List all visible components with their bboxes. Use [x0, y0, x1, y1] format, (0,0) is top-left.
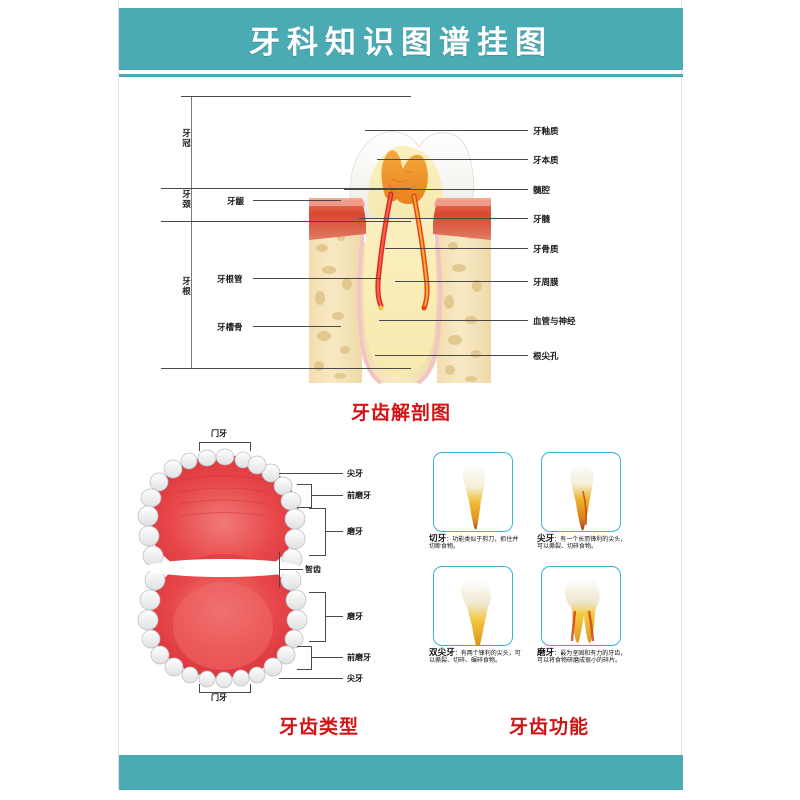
anatomy-label-apical-foramen: 根尖孔 [533, 352, 559, 362]
function-desc-canine: ：有一个长而锋利的尖头，可以撕裂、切碎食物。 [537, 536, 627, 551]
anatomy-label-pulp-chamber: 髓腔 [533, 186, 551, 196]
tooth-cross-section-illustration [309, 131, 491, 385]
canine-tooth-icon [570, 464, 594, 531]
anatomy-section-caption: 牙齿解剖图 [350, 402, 451, 424]
anatomy-label-neck: 牙颈 [182, 190, 191, 210]
poster-header: 牙科知识图谱挂图 [119, 8, 683, 70]
function-title-molar: 磨牙 [537, 648, 555, 658]
bracket-molar-lower [309, 592, 326, 642]
function-desc-bicuspid: ：有两个锋利的尖头，可以撕裂、切碎、碾碎食物。 [429, 650, 521, 665]
leader-pulp-chamber [344, 189, 528, 190]
function-title-incisor: 切牙 [429, 534, 447, 544]
page-title: 牙科知识图谱挂图 [249, 24, 553, 61]
function-card-canine [541, 452, 621, 532]
function-card-incisor [433, 452, 513, 532]
function-caption-molar: 磨牙：最为坚固和有力的牙齿，可以将食物研磨成很小的碎片。 [537, 648, 629, 665]
molar-tooth-icon [565, 577, 600, 643]
types-label-incisor-bottom: 门牙 [211, 693, 227, 702]
tooth-anatomy-diagram: 牙冠 牙颈 牙根 牙龈 牙根管 牙槽骨 牙釉质 牙本质 髓腔 牙髓 牙骨质 牙周… [119, 88, 683, 388]
types-section-caption: 牙齿类型 [278, 716, 359, 738]
leader-root-canal [253, 278, 381, 279]
types-label-canine-upper: 尖牙 [347, 469, 363, 478]
function-title-canine: 尖牙 [537, 534, 555, 544]
leader-premolar-upper [311, 495, 343, 496]
function-card-bicuspid [433, 566, 513, 651]
dental-arch-illustration [137, 448, 308, 689]
function-caption-incisor: 切牙：功能类似于剪刀，抓住并切断食物。 [429, 534, 521, 551]
anatomy-label-vessels-nerves: 血管与神经 [533, 317, 576, 327]
types-label-incisor-top: 门牙 [211, 429, 227, 438]
types-label-canine-lower: 尖牙 [347, 674, 363, 683]
anatomy-label-enamel: 牙釉质 [533, 127, 559, 137]
header-rule [119, 74, 683, 77]
leader-enamel [365, 130, 528, 131]
leader-wisdom-tooth [279, 569, 303, 570]
leader-gingiva [253, 200, 341, 201]
function-title-bicuspid: 双尖牙 [429, 648, 455, 658]
function-desc-incisor: ：功能类似于剪刀，抓住并切断食物。 [429, 536, 519, 551]
function-card-molar [541, 566, 621, 646]
types-label-molar-lower: 磨牙 [347, 612, 363, 621]
anatomy-label-alveolar-bone: 牙槽骨 [217, 323, 243, 333]
scale-tick-top [181, 96, 411, 97]
anatomy-label-cementum: 牙骨质 [533, 245, 559, 255]
leader-canine-lower [279, 678, 343, 679]
leader-apical-foramen [375, 355, 528, 356]
anatomy-label-periodontal-membrane: 牙周膜 [533, 278, 559, 288]
anatomy-label-pulp: 牙髓 [533, 215, 551, 225]
function-caption-canine: 尖牙：有一个长而锋利的尖头，可以撕裂、切碎食物。 [537, 534, 629, 551]
bracket-premolar-upper [297, 484, 312, 508]
leader-dentin [377, 159, 528, 160]
function-desc-molar: ：最为坚固和有力的牙齿，可以将食物研磨成很小的碎片。 [537, 650, 627, 665]
incisor-tooth-icon [462, 466, 486, 530]
poster-footer [119, 755, 683, 790]
leader-pulp [359, 218, 528, 219]
functions-section-caption: 牙齿功能 [508, 716, 589, 738]
leader-molar-upper [325, 531, 343, 532]
leader-molar-lower [325, 616, 343, 617]
anatomy-scale-line [191, 96, 192, 368]
bracket-molar-upper [309, 508, 326, 556]
poster-canvas: 牙科知识图谱挂图 [118, 0, 683, 790]
anatomy-label-root: 牙根 [182, 277, 191, 297]
scale-tick-neck-root [161, 221, 411, 222]
leader-periodontal-membrane [395, 281, 528, 282]
bracket-incisor-top [199, 442, 251, 451]
bracket-premolar-lower [297, 646, 312, 670]
bracket-incisor-bottom [199, 684, 251, 693]
leader-vessels-nerves [379, 320, 528, 321]
leader-alveolar-bone [253, 326, 341, 327]
anatomy-label-dentin: 牙本质 [533, 156, 559, 166]
anatomy-label-gingiva: 牙龈 [227, 197, 245, 207]
bicuspid-tooth-icon [460, 577, 491, 651]
types-label-premolar-upper: 前磨牙 [347, 491, 371, 500]
leader-cementum [385, 248, 528, 249]
tooth-types-diagram: 门牙 尖牙 前磨牙 磨牙 智齿 磨牙 前磨牙 尖牙 门牙 [119, 429, 419, 702]
tooth-functions-panel: 切牙：功能类似于剪刀，抓住并切断食物。 尖牙：有一个长而锋利的尖头，可以撕裂、切… [419, 448, 679, 698]
function-caption-bicuspid: 双尖牙：有两个锋利的尖头，可以撕裂、切碎、碾碎食物。 [429, 648, 521, 665]
types-label-molar-upper: 磨牙 [347, 527, 363, 536]
wisdom-tooth-connector [279, 552, 280, 588]
anatomy-label-crown: 牙冠 [182, 129, 191, 149]
leader-canine-upper [279, 473, 343, 474]
leader-premolar-lower [311, 657, 343, 658]
scale-tick-crown-neck [161, 188, 411, 189]
scale-tick-bottom [161, 368, 411, 369]
types-label-premolar-lower: 前磨牙 [347, 653, 371, 662]
anatomy-label-root-canal: 牙根管 [217, 275, 243, 285]
types-label-wisdom-tooth: 智齿 [305, 565, 321, 574]
